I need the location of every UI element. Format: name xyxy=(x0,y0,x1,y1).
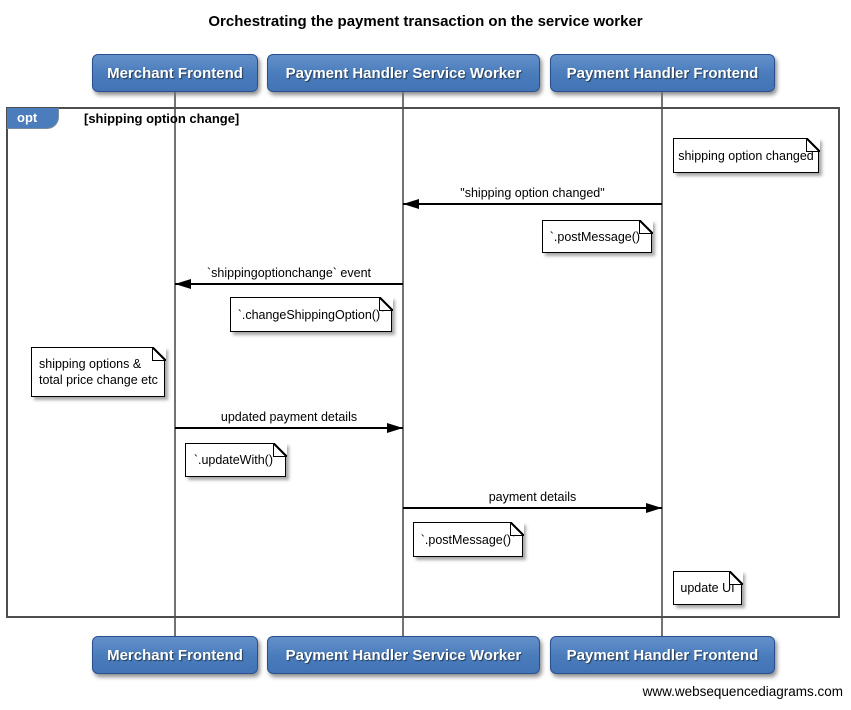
actor-label: Payment Handler Frontend xyxy=(566,64,759,82)
diagram-title: Orchestrating the payment transaction on… xyxy=(208,13,643,30)
actor-bottom-payment-handler-service-worker: Payment Handler Service Worker xyxy=(267,636,540,674)
note-update-ui: update UI xyxy=(673,570,743,605)
message-label-updated-payment-details: updated payment details xyxy=(220,410,358,424)
actor-top-payment-handler-frontend: Payment Handler Frontend xyxy=(550,54,775,92)
websequencediagrams-credit: www.websequencediagrams.com xyxy=(642,684,843,699)
message-label-payment-details: payment details xyxy=(488,490,577,504)
note-postmessage-1: `.postMessage()` xyxy=(542,219,653,253)
arrowhead-right-icon xyxy=(646,503,662,513)
message-line xyxy=(403,507,662,509)
actor-label: Merchant Frontend xyxy=(107,64,243,82)
note-shipping-option-changed: shipping option changed xyxy=(673,137,820,173)
actor-label: Payment Handler Frontend xyxy=(566,646,759,664)
message-label-shipping-option-changed: "shipping option changed" xyxy=(460,186,605,200)
lifeline-merchant-frontend xyxy=(174,92,176,636)
note-updatewith: `.updateWith()` xyxy=(185,442,287,477)
arrowhead-left-icon xyxy=(403,199,419,209)
lifeline-payment-handler-service-worker xyxy=(402,92,404,636)
actor-label: Merchant Frontend xyxy=(107,646,243,664)
note-shipping-options-total-price: shipping options & total price change et… xyxy=(31,346,166,397)
opt-fragment-operator-tab: opt xyxy=(7,108,59,129)
message-label-shippingoptionchange-event: `shippingoptionchange` event xyxy=(206,266,371,280)
actor-label: Payment Handler Service Worker xyxy=(285,64,522,82)
message-line xyxy=(175,283,403,285)
opt-fragment-condition: [shipping option change] xyxy=(84,111,240,126)
message-line xyxy=(403,203,662,205)
note-postmessage-2: `.postMessage()` xyxy=(413,521,524,557)
actor-top-payment-handler-service-worker: Payment Handler Service Worker xyxy=(267,54,540,92)
actor-bottom-payment-handler-frontend: Payment Handler Frontend xyxy=(550,636,775,674)
message-line xyxy=(175,427,403,429)
opt-fragment-frame xyxy=(6,107,840,618)
note-changeshippingoption: `.changeShippingOption()` xyxy=(230,296,393,332)
actor-bottom-merchant-frontend: Merchant Frontend xyxy=(92,636,258,674)
lifeline-payment-handler-frontend xyxy=(661,92,663,636)
actor-top-merchant-frontend: Merchant Frontend xyxy=(92,54,258,92)
actor-label: Payment Handler Service Worker xyxy=(285,646,522,664)
arrowhead-left-icon xyxy=(175,279,191,289)
arrowhead-right-icon xyxy=(387,423,403,433)
